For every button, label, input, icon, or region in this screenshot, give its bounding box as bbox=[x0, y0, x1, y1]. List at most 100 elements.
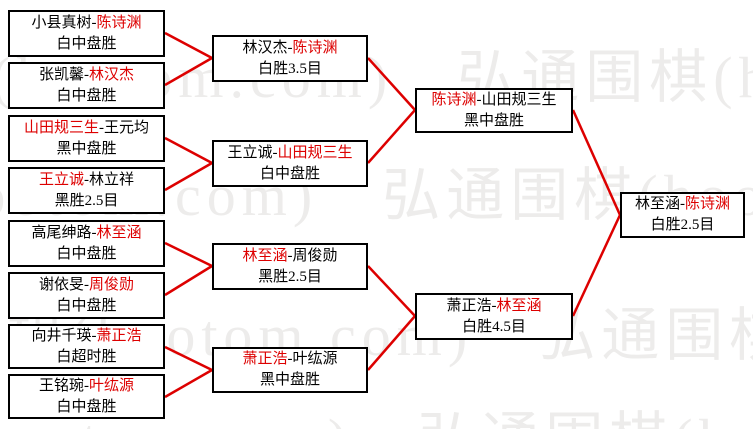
match-result: 黑中盘胜 bbox=[463, 112, 524, 129]
player2-name: 林至涵 bbox=[496, 297, 542, 314]
match-players: 林至涵-周俊勋 bbox=[242, 246, 337, 267]
player1-name: 王铭琬 bbox=[38, 377, 84, 394]
player1-name: 陈诗渊 bbox=[431, 91, 477, 108]
connector-line bbox=[367, 265, 416, 317]
match-result: 黑胜2.5目 bbox=[54, 192, 119, 209]
match-players: 王立诚-山田规三生 bbox=[227, 143, 352, 164]
match-result: 黑胜2.5目 bbox=[258, 268, 322, 285]
player2-name: 陈诗渊 bbox=[96, 14, 142, 31]
match-box-round1-1: 小县真树-陈诗渊 白中盘胜 bbox=[8, 10, 165, 57]
player1-name: 王立诚 bbox=[38, 171, 84, 188]
match-players: 陈诗渊-山田规三生 bbox=[431, 90, 556, 111]
match-result: 白中盘胜 bbox=[56, 35, 117, 52]
match-box-semifinal-2: 萧正浩-林至涵 白胜4.5目 bbox=[415, 293, 573, 340]
match-box-round1-7: 向井千瑛-萧正浩 白超时胜 bbox=[8, 324, 165, 369]
match-players: 萧正浩-叶纮源 bbox=[242, 349, 337, 370]
match-result: 黑中盘胜 bbox=[259, 372, 320, 388]
connector-line bbox=[164, 264, 213, 297]
match-players: 山田规三生-王元均 bbox=[24, 118, 149, 139]
vs-dash: - bbox=[91, 14, 97, 31]
match-box-round2-1: 林汉杰-陈诗渊 白胜3.5目 bbox=[212, 35, 368, 82]
connector-line bbox=[367, 109, 416, 164]
player1-name: 小县真树 bbox=[31, 14, 92, 31]
connector-line bbox=[164, 161, 213, 192]
vs-dash: - bbox=[680, 196, 685, 212]
match-box-round2-3: 林至涵-周俊勋 黑胜2.5目 bbox=[212, 243, 368, 290]
player1-name: 林至涵 bbox=[634, 196, 680, 212]
player1-name: 向井千瑛 bbox=[31, 327, 92, 344]
player2-name: 陈诗渊 bbox=[292, 39, 338, 56]
match-box-round1-5: 高尾绅路-林至涵 白中盘胜 bbox=[8, 220, 165, 267]
vs-dash: - bbox=[84, 377, 89, 394]
connector-line bbox=[164, 368, 213, 399]
vs-dash: - bbox=[84, 171, 89, 188]
player2-name: 周俊勋 bbox=[89, 276, 135, 293]
match-players: 萧正浩-林至涵 bbox=[446, 296, 541, 317]
match-players: 张凯馨-林汉杰 bbox=[39, 65, 134, 86]
player2-name: 周俊勋 bbox=[292, 247, 338, 264]
match-box-round1-4: 王立诚-林立祥 黑胜2.5目 bbox=[8, 167, 165, 214]
vs-dash: - bbox=[476, 91, 482, 108]
match-players: 向井千瑛-萧正浩 bbox=[31, 326, 141, 347]
match-box-round1-2: 张凯馨-林汉杰 白中盘胜 bbox=[8, 62, 165, 109]
match-box-round2-4: 萧正浩-叶纮源 黑中盘胜 bbox=[212, 347, 368, 393]
match-players: 谢依旻-周俊勋 bbox=[39, 275, 134, 296]
match-result: 白中盘胜 bbox=[259, 165, 320, 182]
vs-dash: - bbox=[91, 224, 97, 241]
player1-name: 高尾绅路 bbox=[31, 224, 92, 241]
player1-name: 山田规三生 bbox=[23, 119, 99, 136]
match-box-round1-6: 谢依旻-周俊勋 白中盘胜 bbox=[8, 272, 165, 319]
player2-name: 萧正浩 bbox=[96, 327, 142, 344]
match-players: 小县真树-陈诗渊 bbox=[31, 13, 141, 34]
vs-dash: - bbox=[287, 351, 293, 367]
match-result: 白中盘胜 bbox=[56, 245, 117, 262]
player1-name: 萧正浩 bbox=[242, 351, 288, 367]
player1-name: 林汉杰 bbox=[242, 39, 288, 56]
player1-name: 谢依旻 bbox=[38, 276, 84, 293]
match-players: 王立诚-林立祥 bbox=[39, 170, 134, 191]
connector-line bbox=[164, 345, 213, 372]
match-box-semifinal-1: 陈诗渊-山田规三生 黑中盘胜 bbox=[415, 88, 573, 133]
match-result: 白中盘胜 bbox=[56, 297, 117, 314]
player1-name: 王立诚 bbox=[227, 144, 273, 161]
vs-dash: - bbox=[84, 276, 89, 293]
match-result: 白胜3.5目 bbox=[258, 60, 322, 77]
vs-dash: - bbox=[91, 327, 97, 344]
match-box-round2-2: 王立诚-山田规三生 白中盘胜 bbox=[212, 140, 368, 187]
connector-line bbox=[367, 57, 416, 111]
match-result: 白胜4.5目 bbox=[462, 318, 526, 335]
match-players: 林至涵-陈诗渊 bbox=[635, 194, 730, 215]
vs-dash: - bbox=[272, 144, 278, 161]
match-result: 白超时胜 bbox=[56, 348, 117, 365]
vs-dash: - bbox=[99, 119, 104, 136]
vs-dash: - bbox=[84, 66, 89, 83]
player1-name: 萧正浩 bbox=[446, 297, 492, 314]
player2-name: 山田规三生 bbox=[481, 91, 557, 108]
vs-dash: - bbox=[287, 247, 293, 264]
player1-name: 林至涵 bbox=[242, 247, 288, 264]
player1-name: 张凯馨 bbox=[38, 66, 84, 83]
player2-name: 林至涵 bbox=[96, 224, 142, 241]
match-result: 白中盘胜 bbox=[56, 398, 117, 415]
connector-line bbox=[571, 214, 622, 317]
connector-line bbox=[571, 109, 622, 216]
match-box-final: 林至涵-陈诗渊 白胜2.5目 bbox=[620, 192, 745, 238]
player2-name: 林汉杰 bbox=[89, 66, 135, 83]
match-result: 黑中盘胜 bbox=[56, 140, 117, 157]
player2-name: 陈诗渊 bbox=[685, 196, 731, 212]
player2-name: 王元均 bbox=[104, 119, 150, 136]
player2-name: 叶纮源 bbox=[292, 351, 338, 367]
match-players: 王铭琬-叶纮源 bbox=[39, 376, 134, 397]
match-box-round1-8: 王铭琬-叶纮源 白中盘胜 bbox=[8, 374, 165, 419]
match-box-round1-3: 山田规三生-王元均 黑中盘胜 bbox=[8, 115, 165, 162]
player2-name: 叶纮源 bbox=[89, 377, 135, 394]
match-result: 白中盘胜 bbox=[56, 87, 117, 104]
match-players: 林汉杰-陈诗渊 bbox=[242, 38, 337, 59]
match-result: 白胜2.5目 bbox=[650, 217, 715, 233]
connector-line bbox=[164, 241, 213, 268]
match-players: 高尾绅路-林至涵 bbox=[31, 223, 141, 244]
vs-dash: - bbox=[287, 39, 293, 56]
connector-line bbox=[367, 315, 416, 371]
